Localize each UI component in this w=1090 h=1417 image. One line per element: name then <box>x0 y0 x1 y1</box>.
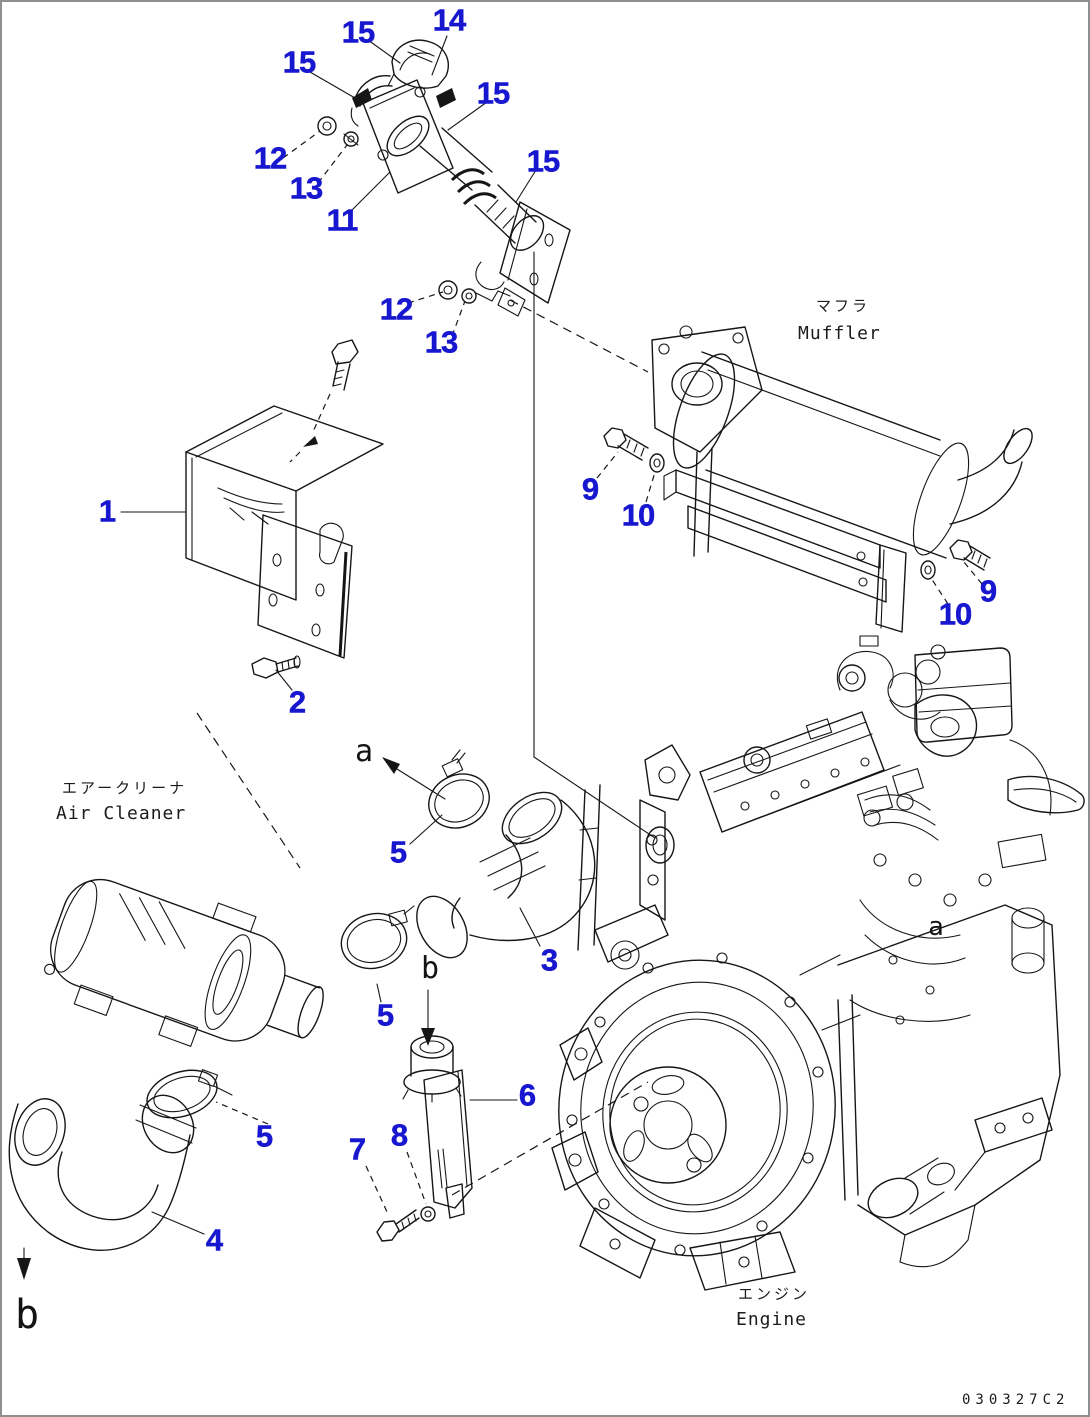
callout-2: 2 <box>288 684 307 720</box>
callout-5-b: 5 <box>376 997 395 1033</box>
hose-clamp-c <box>146 1069 233 1119</box>
callout-3: 3 <box>540 942 559 978</box>
bracket-part1 <box>185 339 384 679</box>
bolt-top <box>289 339 359 463</box>
callout-14: 14 <box>432 2 467 38</box>
engine-label-jp: エンジン <box>738 1285 811 1303</box>
callout-11: 11 <box>326 202 358 238</box>
view-arrows <box>17 757 446 1280</box>
view-marker-b: b <box>420 951 440 986</box>
hose-clamp-a <box>428 749 490 829</box>
callout-5-c: 5 <box>255 1118 274 1154</box>
hose-part4 <box>8 1094 197 1251</box>
leader-lines <box>120 35 983 1235</box>
bracket-part6 <box>376 1035 473 1242</box>
view-marker-a: a <box>354 734 374 769</box>
air-cleaner-label-jp: エアークリーナ <box>62 779 188 797</box>
callout-12-a: 12 <box>253 140 288 176</box>
callout-15-a: 15 <box>341 14 376 50</box>
callout-8: 8 <box>390 1117 409 1153</box>
muffler-label-en: Muffler <box>798 323 881 344</box>
exhaust-pipe-assembly <box>317 39 571 317</box>
engine <box>551 635 1085 1291</box>
air-cleaner <box>43 878 324 1047</box>
callout-6: 6 <box>518 1077 537 1113</box>
callout-5-a: 5 <box>389 834 408 870</box>
callout-9-a: 9 <box>581 471 600 507</box>
callout-10-b: 10 <box>938 596 973 632</box>
callout-12-b: 12 <box>379 291 414 327</box>
drawing-number: 030327C2 <box>962 1392 1070 1408</box>
bolt-part2 <box>251 655 301 679</box>
callout-1: 1 <box>98 493 117 529</box>
assembly-lines <box>196 251 656 1196</box>
callout-9-b: 9 <box>979 573 998 609</box>
muffler-label-jp: マフラ <box>816 297 871 315</box>
callout-13-a: 13 <box>289 170 324 206</box>
view-marker-a-engine: a <box>928 912 944 942</box>
callout-13-b: 13 <box>424 324 459 360</box>
hose-part3 <box>416 791 596 959</box>
callout-7: 7 <box>348 1131 367 1167</box>
air-cleaner-label-en: Air Cleaner <box>56 803 187 824</box>
callout-15-c: 15 <box>476 75 511 111</box>
view-marker-b-bottom: b <box>14 1292 40 1338</box>
callout-15-d: 15 <box>526 143 561 179</box>
hose-clamp-b <box>340 905 415 970</box>
muffler <box>603 325 1033 633</box>
callout-10-a: 10 <box>621 497 656 533</box>
bolt-part7 <box>376 1209 420 1242</box>
callout-4: 4 <box>205 1222 224 1258</box>
callout-15-b: 15 <box>282 44 317 80</box>
engine-label-en: Engine <box>736 1309 808 1330</box>
